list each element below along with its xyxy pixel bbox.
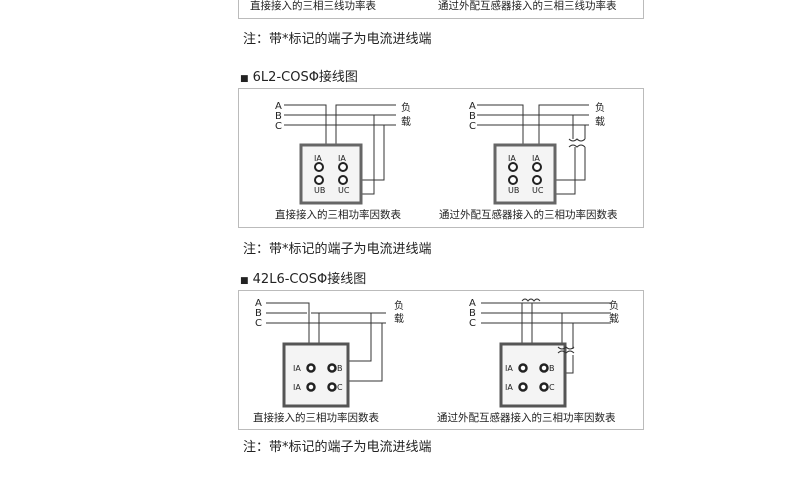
load-label: 载 (609, 313, 619, 325)
terminal-label: IA (314, 154, 322, 163)
terminal-label: UB (508, 186, 519, 195)
caption-ct: 通过外配互感器接入的三相功率因数表 (439, 208, 618, 221)
phase-label-a: A (255, 298, 262, 309)
phase-label-a: A (275, 101, 282, 112)
terminal-label: IA (532, 154, 540, 163)
top-caption-direct: 直接接入的三相三线功率表 (250, 0, 376, 12)
terminal-label: IA (338, 154, 346, 163)
bullet-icon: ■ (240, 276, 249, 286)
load-label: 负 (401, 101, 411, 114)
terminal-label: IA (508, 154, 516, 163)
terminal-label: IA (293, 383, 301, 392)
load-label: 负 (609, 299, 619, 312)
load-label: 载 (394, 313, 404, 325)
terminal-label: UB (314, 186, 325, 195)
terminal-label: IA (505, 383, 513, 392)
phase-label-b: B (275, 111, 282, 122)
caption-direct: 直接接入的三相功率因数表 (253, 411, 379, 424)
terminal-label: IA (505, 364, 513, 373)
top-diagram-box (238, 0, 644, 19)
load-label: 负 (595, 101, 605, 114)
phase-label-c: C (469, 121, 476, 132)
load-label: 负 (394, 299, 404, 312)
terminal-label: B (337, 364, 343, 373)
load-label: 载 (401, 116, 411, 128)
note-6l2: 注：带*标记的端子为电流进线端 (243, 242, 432, 257)
caption-direct: 直接接入的三相功率因数表 (275, 208, 401, 221)
terminal-label: IA (293, 364, 301, 373)
terminal-label: UC (532, 186, 544, 195)
terminal-label: C (337, 383, 343, 392)
note-42l6: 注：带*标记的端子为电流进线端 (243, 440, 432, 455)
heading-text: 6L2-COSΦ接线图 (252, 70, 358, 85)
phase-label-b: B (255, 308, 262, 319)
phase-label-c: C (275, 121, 282, 132)
heading-42l6: ■ 42L6-COSΦ接线图 (240, 268, 366, 287)
load-label: 载 (595, 116, 605, 128)
phase-label-c: C (255, 318, 262, 329)
phase-label-a: A (469, 298, 476, 309)
phase-label-c: C (469, 318, 476, 329)
terminal-label: B (549, 364, 555, 373)
caption-ct: 通过外配互感器接入的三相功率因数表 (437, 411, 616, 424)
bullet-icon: ■ (240, 74, 249, 84)
heading-6l2: ■ 6L2-COSΦ接线图 (240, 66, 358, 85)
diagram-box-42l6: A B C 负 载 A B C 负 载 IA IA B C IA IA B C (238, 290, 644, 430)
phase-label-a: A (469, 101, 476, 112)
heading-text: 42L6-COSΦ接线图 (252, 272, 367, 287)
note-top: 注：带*标记的端子为电流进线端 (243, 32, 432, 47)
wiring-diagram-42l6: A B C 负 载 A B C 负 载 IA IA B C IA IA B C (253, 298, 619, 424)
terminal-label: C (549, 383, 555, 392)
diagram-box-6l2: A B C 负 载 A B C 负 载 IA IA UB UC IA IA UB… (238, 88, 644, 228)
wiring-diagram-6l2: A B C 负 载 A B C 负 载 IA IA UB UC IA IA UB… (275, 101, 618, 221)
top-caption-ct: 通过外配互感器接入的三相三线功率表 (438, 0, 617, 12)
phase-label-b: B (469, 308, 476, 319)
phase-label-b: B (469, 111, 476, 122)
terminal-label: UC (338, 186, 350, 195)
